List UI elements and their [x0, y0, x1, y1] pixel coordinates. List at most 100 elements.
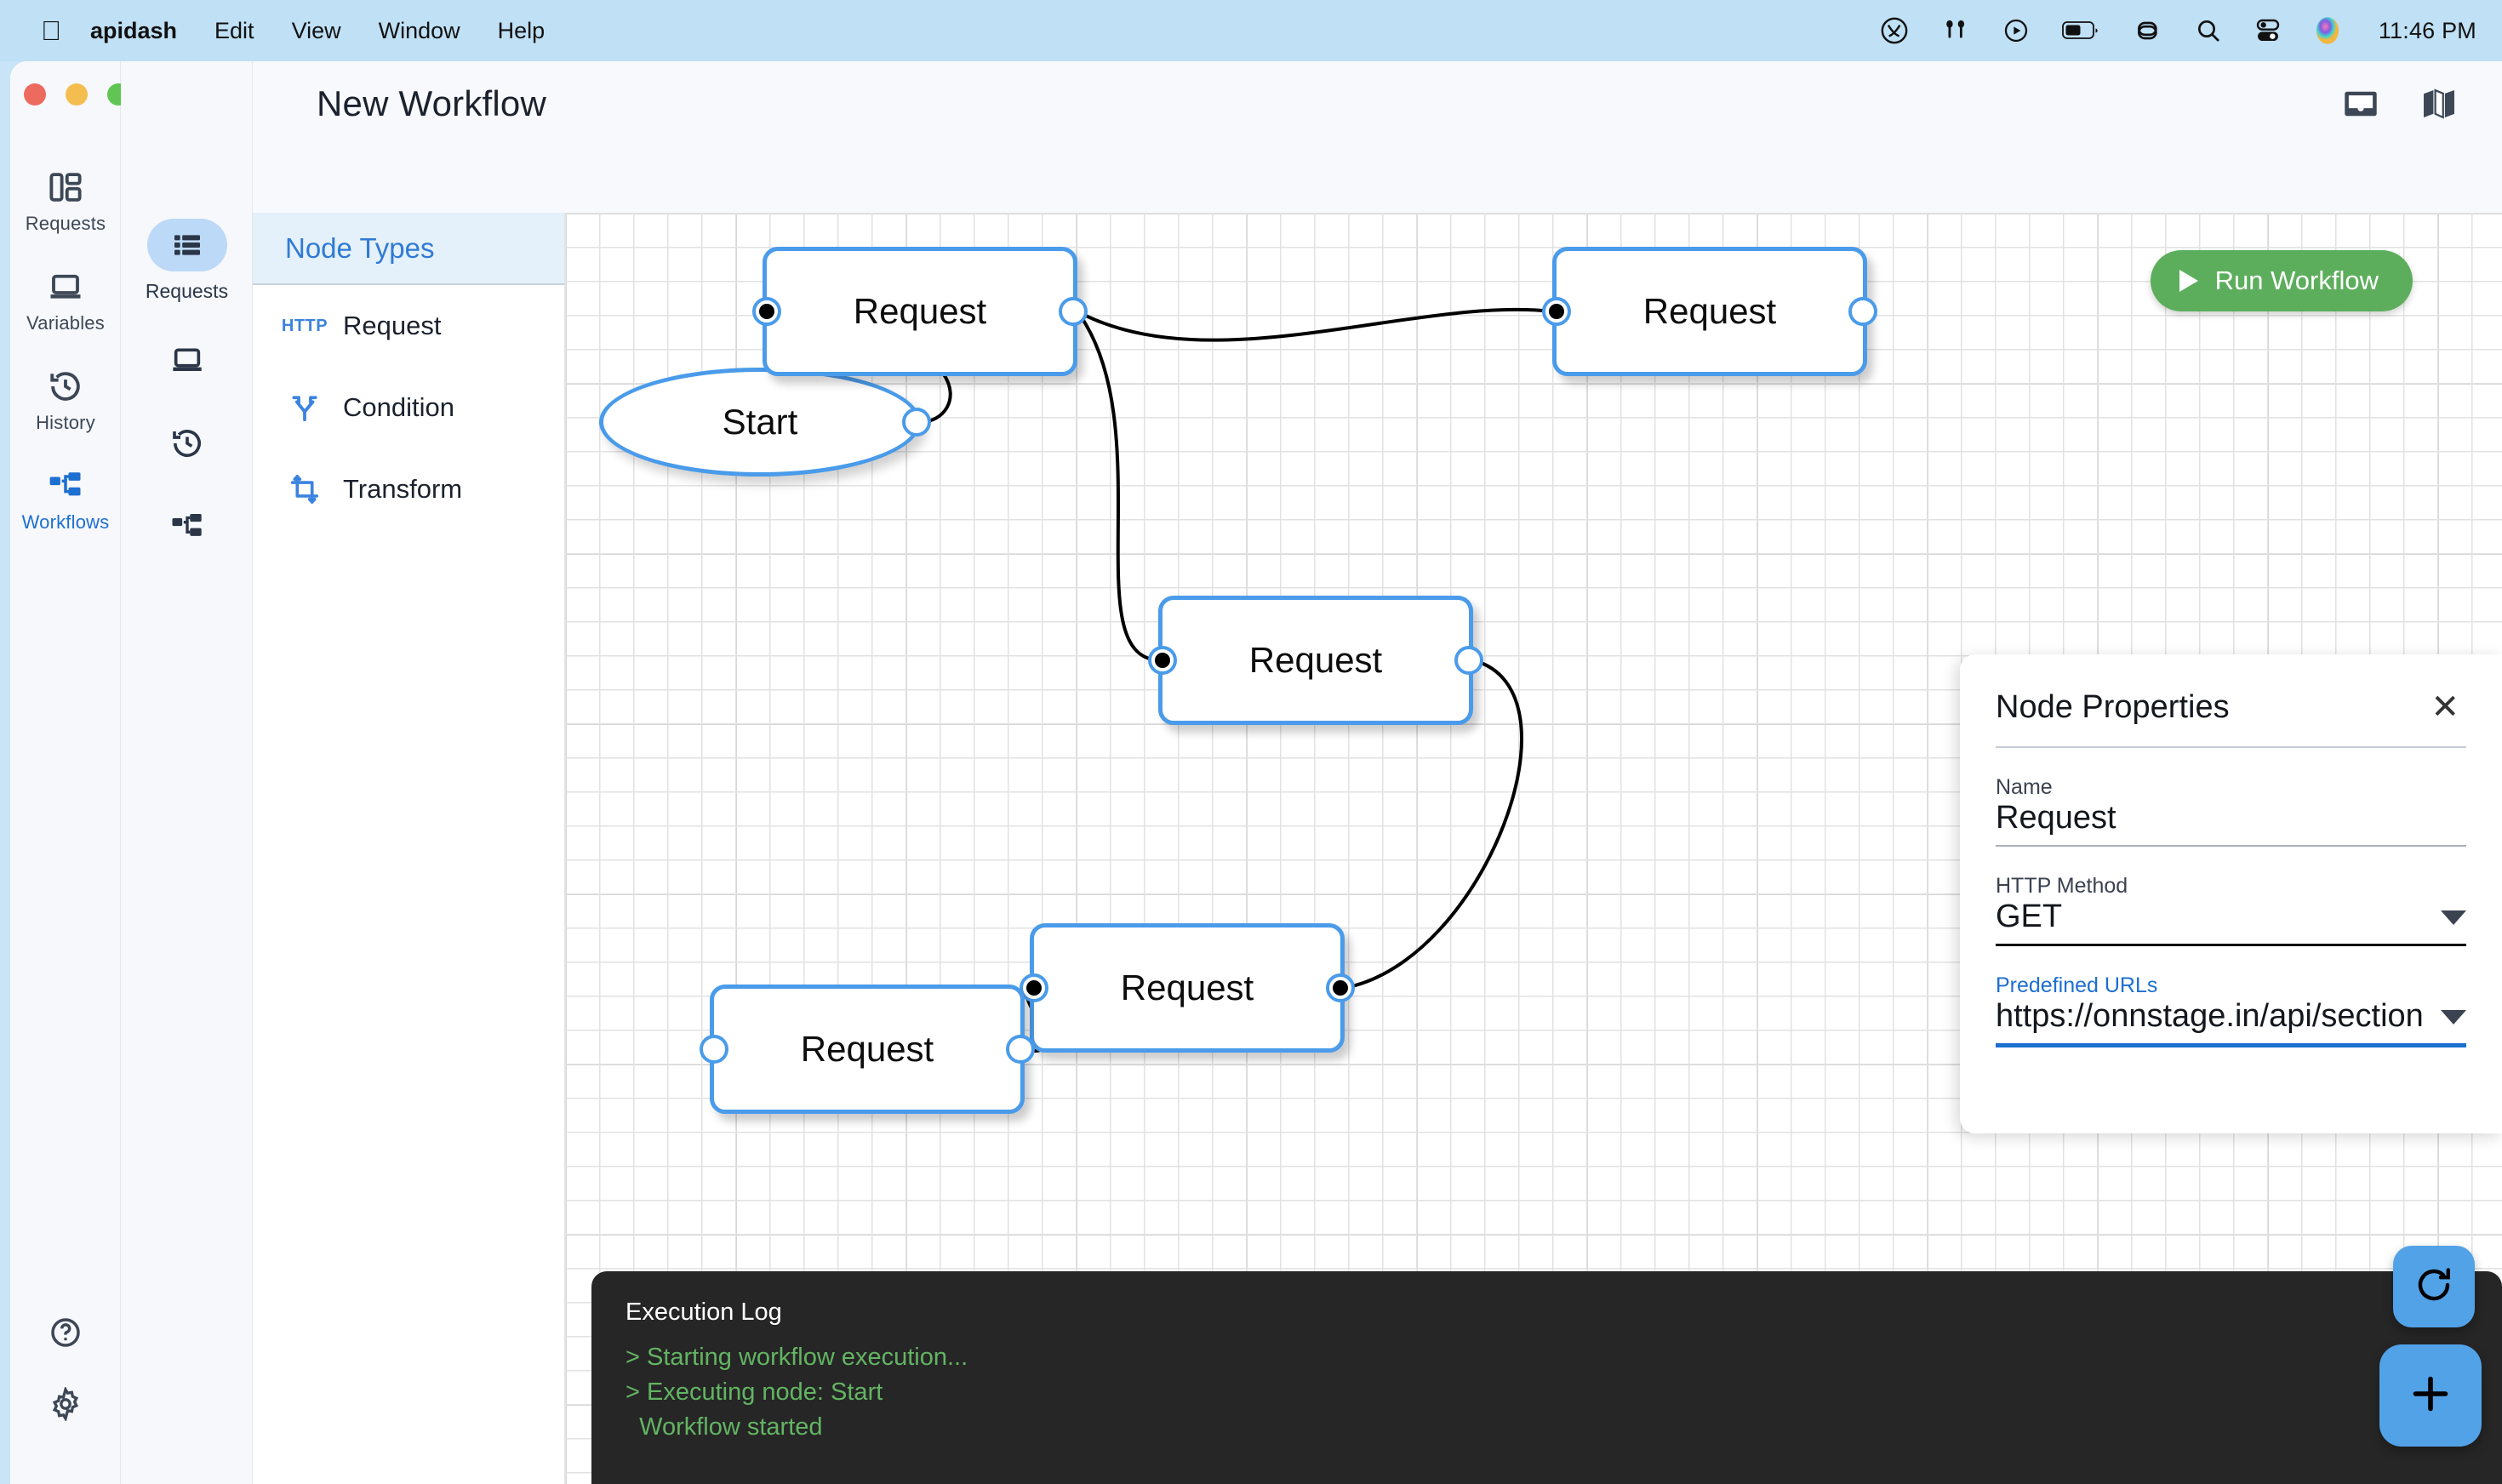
- node-types-header: Node Types: [253, 213, 564, 285]
- predefined-urls-select[interactable]: https://onnstage.in/api/section: [1996, 998, 2424, 1034]
- app-window: Requests Variables History: [10, 61, 2502, 1484]
- run-workflow-button[interactable]: Run Workflow: [2150, 250, 2413, 311]
- menu-item-window[interactable]: Window: [357, 17, 460, 43]
- settings-gear-icon[interactable]: [10, 1387, 121, 1421]
- workflow-tree-icon: [147, 500, 227, 553]
- node-input-port[interactable]: [752, 297, 781, 326]
- siri-icon[interactable]: [2314, 16, 2341, 45]
- play-triangle-icon: [2179, 270, 2198, 292]
- workflow-tree-icon: [46, 466, 85, 505]
- menubar-clock: 11:46 PM: [2378, 17, 2476, 43]
- node-type-transform[interactable]: Transform: [253, 448, 564, 530]
- node-types-panel: Node Types HTTP Request Condition: [253, 213, 565, 1484]
- minimap-icon[interactable]: [2420, 85, 2458, 123]
- airpods-icon[interactable]: [1941, 16, 1970, 45]
- history-clock-icon: [147, 417, 227, 470]
- sidebar-item-label: Workflows: [21, 511, 110, 533]
- node-input-port[interactable]: [1148, 646, 1177, 675]
- sidebar-item-requests[interactable]: Requests: [10, 168, 121, 235]
- field-underline: [1996, 944, 2466, 946]
- field-label: Predefined URLs: [1996, 973, 2158, 997]
- requests-grid-icon: [46, 168, 85, 207]
- search-icon[interactable]: [2195, 17, 2222, 44]
- node-type-request[interactable]: HTTP Request: [253, 285, 564, 367]
- workflow-node-request-1[interactable]: Request: [752, 247, 1088, 376]
- node-properties-title: Node Properties: [1996, 688, 2230, 725]
- workflow-node-request-2[interactable]: Request: [1542, 247, 1877, 376]
- node-output-port[interactable]: [902, 408, 931, 437]
- http-label-icon: HTTP: [281, 316, 328, 335]
- field-http-method: HTTP Method GET: [1996, 874, 2466, 946]
- execution-log-line: > Executing node: Start: [626, 1378, 883, 1407]
- menu-item-apidash[interactable]: apidash: [70, 17, 177, 43]
- chevron-down-icon[interactable]: [2441, 1010, 2466, 1025]
- chevron-down-icon[interactable]: [2441, 910, 2466, 925]
- branch-fork-icon: [280, 391, 329, 424]
- execution-log-title: Execution Log: [626, 1298, 782, 1326]
- workflow-tool-rail: Requests: [121, 61, 253, 1484]
- edge-req1-req2: [1077, 307, 1553, 342]
- menu-item-help[interactable]: Help: [477, 17, 546, 43]
- field-underline: [1996, 1043, 2466, 1047]
- name-field[interactable]: Request: [1996, 800, 2116, 836]
- node-output-port[interactable]: [1059, 297, 1088, 326]
- node-output-port[interactable]: [1006, 1035, 1035, 1064]
- tool-rail-item-requests[interactable]: Requests: [121, 219, 253, 303]
- workflow-node-start[interactable]: Start: [599, 368, 931, 477]
- primary-nav-rail: Requests Variables History: [10, 61, 129, 1484]
- workflow-node-request-5[interactable]: Request: [700, 985, 1035, 1114]
- node-type-condition[interactable]: Condition: [253, 367, 564, 448]
- links-icon[interactable]: [2132, 17, 2162, 44]
- node-output-port[interactable]: [1848, 297, 1877, 326]
- window-traffic-lights: [24, 83, 129, 106]
- field-label: Name: [1996, 775, 2053, 799]
- play-circle-icon[interactable]: [2002, 17, 2030, 44]
- node-output-port[interactable]: [1454, 646, 1483, 675]
- node-type-label: Transform: [343, 474, 463, 504]
- minimize-window-button[interactable]: [66, 83, 88, 106]
- node-label: Request: [1120, 967, 1254, 1007]
- node-input-port[interactable]: [1542, 297, 1571, 326]
- node-label: Request: [800, 1029, 934, 1069]
- execution-log-line: > Starting workflow execution...: [626, 1344, 968, 1371]
- field-label: HTTP Method: [1996, 874, 2128, 898]
- tool-rail-item-workflows[interactable]: [121, 500, 253, 553]
- battery-icon[interactable]: [2061, 20, 2099, 41]
- node-type-label: Condition: [343, 392, 454, 422]
- node-type-label: Request: [343, 311, 442, 340]
- workflow-titlebar: New Workflow: [253, 61, 2502, 146]
- close-icon[interactable]: ✕: [2431, 688, 2459, 726]
- node-input-port[interactable]: [1020, 973, 1048, 1002]
- sidebar-item-label: Requests: [25, 213, 106, 234]
- sidebar-item-history[interactable]: History: [10, 367, 121, 434]
- crop-transform-icon: [280, 473, 329, 505]
- tool-rail-item-history[interactable]: [121, 417, 253, 470]
- list-rows-icon: [146, 219, 227, 271]
- console-panel-icon[interactable]: [2342, 85, 2379, 123]
- apple-logo-icon[interactable]: : [41, 17, 61, 44]
- plus-icon: [2407, 1370, 2454, 1422]
- menu-item-edit[interactable]: Edit: [194, 17, 254, 43]
- close-window-button[interactable]: [24, 83, 46, 106]
- edge-req1-req3: [1076, 310, 1159, 662]
- sidebar-item-variables[interactable]: Variables: [10, 267, 121, 334]
- execution-log-line: Workflow started: [626, 1413, 823, 1441]
- laptop-icon: [147, 334, 227, 386]
- laptop-icon: [46, 267, 85, 306]
- workflow-node-request-3[interactable]: Request: [1148, 596, 1483, 725]
- tool-rail-item-label: Requests: [145, 280, 229, 302]
- field-name: Name Request: [1996, 775, 2466, 847]
- sidebar-item-workflows[interactable]: Workflows: [10, 466, 121, 534]
- node-input-port[interactable]: [700, 1035, 728, 1064]
- http-method-select[interactable]: GET: [1996, 899, 2063, 934]
- macos-menubar:  apidash Edit View Window Help: [0, 0, 2502, 61]
- creative-cloud-icon[interactable]: [1880, 16, 1909, 45]
- workflow-node-request-4[interactable]: Request: [1020, 923, 1355, 1053]
- add-node-button[interactable]: [2379, 1344, 2482, 1447]
- tool-rail-item-variables[interactable]: [121, 334, 253, 386]
- help-circle-icon[interactable]: [10, 1316, 121, 1350]
- reset-view-button[interactable]: [2393, 1246, 2475, 1327]
- menu-item-view[interactable]: View: [271, 17, 341, 43]
- control-center-icon[interactable]: [2254, 17, 2282, 44]
- node-output-port[interactable]: [1326, 973, 1355, 1002]
